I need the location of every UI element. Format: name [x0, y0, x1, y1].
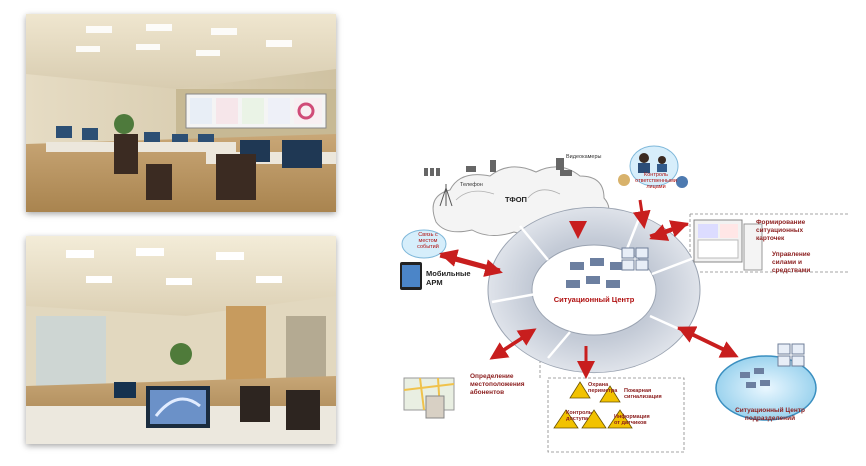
- cards-screen-icon: [693, 219, 763, 271]
- map-icon: [403, 377, 455, 419]
- tablet-icon: [400, 262, 422, 290]
- tfop-label: ТФОП: [505, 195, 527, 204]
- cell-tower-icon: [439, 184, 453, 207]
- connection-arrows: [439, 199, 739, 379]
- center-workstations-icon: [566, 258, 624, 288]
- control-persons-icon: [618, 145, 688, 188]
- phone-label: Телефон: [460, 182, 483, 188]
- cameras-label: Видеокамеры: [566, 154, 602, 160]
- control-room-photo-top: [26, 14, 336, 212]
- phone-icons: [424, 158, 572, 176]
- event-link-icon: [401, 229, 447, 259]
- warning-triangle-icons: [553, 381, 633, 429]
- video-wall-icon: [621, 247, 649, 271]
- center-label: Ситуационный Центр: [554, 295, 635, 304]
- sub-center-icon: [715, 343, 817, 421]
- office-photo-bottom: [26, 236, 336, 444]
